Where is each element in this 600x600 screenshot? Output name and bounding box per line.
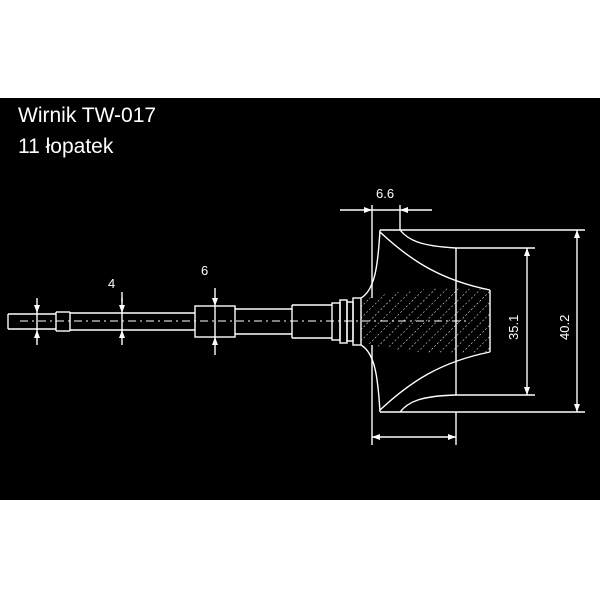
label-hub-length: 6.6 [376,186,394,201]
thin-shaft [70,312,195,331]
dim-blade-width [371,412,457,445]
dim-inner-diameter [456,247,535,396]
drawing-panel [0,98,600,500]
dim-hub-length [340,205,432,230]
label-outer-diameter: 40.2 [557,315,572,340]
hub-section-hatch [361,288,490,354]
blade-count-label: 11 łopatek [18,135,114,158]
dim-shaft-diameter [36,292,123,345]
label-journal-diameter: 6 [201,263,208,278]
dim-outer-diameter [456,229,585,413]
drawing-title: Wirnik TW-017 [18,104,157,127]
label-inner-diameter: 35.1 [506,315,521,340]
dimension-arrowheads [34,207,580,440]
label-shaft-diameter: 4 [108,276,115,291]
